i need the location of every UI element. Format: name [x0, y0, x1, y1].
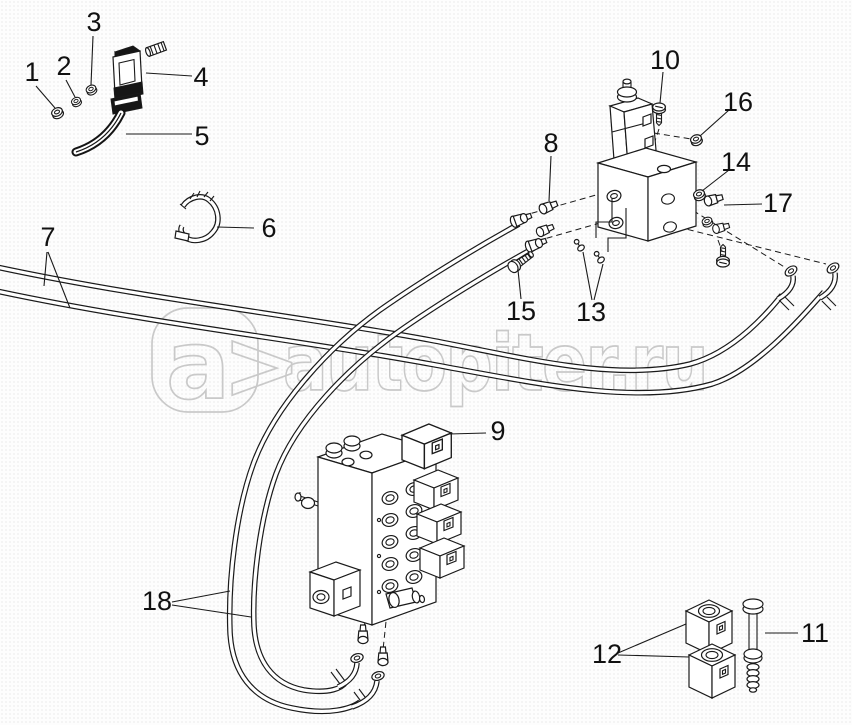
- part-3-washer: [84, 83, 99, 98]
- lower-screw: [715, 243, 731, 268]
- hose-end-lower: [523, 234, 549, 254]
- hose-end-upper: [508, 209, 534, 229]
- part-1-nut: [49, 105, 66, 121]
- part-12-clamp-blocks: [685, 599, 736, 699]
- part-13-nipple-a: [571, 237, 587, 253]
- part-7-hose-bundle: [0, 264, 827, 396]
- part-10-screw: [651, 102, 667, 127]
- callout-17[interactable]: 17: [763, 188, 793, 218]
- callout-3[interactable]: 3: [86, 7, 101, 37]
- callout-labels: 1 2 3 4 5 6 7 8 9 10 11 12 13 14 15 16 1…: [24, 7, 829, 669]
- part-5-cable: [71, 92, 143, 157]
- callout-4[interactable]: 4: [193, 62, 208, 92]
- lower-fitting: [534, 221, 556, 239]
- part-18-hose-loop: [226, 221, 536, 715]
- chain-nut: [700, 215, 715, 229]
- callout-1[interactable]: 1: [24, 57, 39, 87]
- part-6-clamp: [174, 190, 221, 244]
- manifold-bottom-fitting-b: [377, 646, 389, 667]
- callout-14[interactable]: 14: [721, 147, 751, 177]
- callout-11[interactable]: 11: [801, 618, 829, 648]
- part-11-bolt: [742, 598, 764, 693]
- watermark-logo-text: a>: [166, 311, 294, 421]
- callout-16[interactable]: 16: [723, 87, 753, 117]
- callout-6[interactable]: 6: [261, 213, 276, 243]
- hose-elbow-fittings: [336, 262, 840, 710]
- part-8-fitting: [537, 198, 560, 216]
- callout-5[interactable]: 5: [194, 121, 209, 151]
- callout-leader-lines: [35, 35, 798, 658]
- callout-2[interactable]: 2: [56, 51, 71, 81]
- part-4-switch-sensor: [112, 40, 168, 101]
- callout-10[interactable]: 10: [650, 45, 680, 75]
- part-13-nipple-b: [591, 249, 607, 265]
- callout-13[interactable]: 13: [576, 297, 606, 327]
- part-17-fitting: [702, 191, 725, 208]
- part-2-washer: [69, 95, 84, 109]
- part-9-valve-manifold: [294, 423, 465, 626]
- callout-12[interactable]: 12: [592, 639, 622, 669]
- callout-18[interactable]: 18: [142, 586, 172, 616]
- callout-15[interactable]: 15: [506, 296, 536, 326]
- solenoid-valve-block: [595, 78, 699, 252]
- callout-7[interactable]: 7: [40, 222, 55, 252]
- manifold-bottom-fitting-a: [357, 624, 369, 645]
- callout-9[interactable]: 9: [490, 416, 505, 446]
- callout-8[interactable]: 8: [543, 128, 558, 158]
